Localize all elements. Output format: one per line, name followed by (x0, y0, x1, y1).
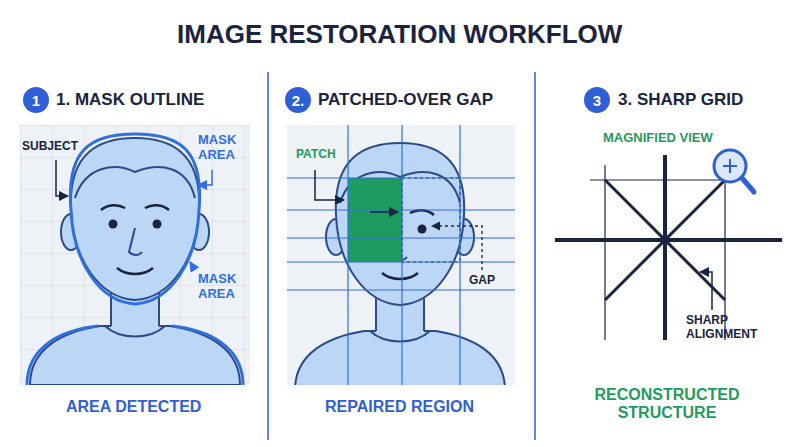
step-number: 3 (584, 87, 610, 113)
step-number: 2. (285, 87, 311, 113)
callout-label: MASK AREA (198, 133, 256, 163)
panel-caption: RECONSTRUCTED STRUCTURE (557, 386, 777, 423)
panel-caption: REPAIRED REGION (325, 398, 474, 416)
callout-label: SHARP ALIGNMENT (686, 314, 786, 342)
step-number: 1 (23, 87, 49, 113)
step-heading: 3. SHARP GRID (618, 90, 743, 110)
panel-caption: AREA DETECTED (66, 398, 201, 416)
callout-label: PATCH (296, 148, 336, 162)
callout-label: SUBJECT (22, 140, 78, 154)
step-heading: PATCHED-OVER GAP (318, 90, 493, 110)
callout-label: MASK AREA (198, 272, 256, 302)
step-number-text: 1 (32, 93, 40, 108)
diagram-title: IMAGE RESTORATION WORKFLOW (177, 20, 622, 50)
callout-label: MAGNIFIED VIEW (603, 131, 713, 146)
callout-label: GAP (469, 274, 495, 288)
step-number-text: 2. (292, 93, 305, 108)
step-number-text: 3 (593, 93, 601, 108)
step-heading: 1. MASK OUTLINE (56, 90, 204, 110)
